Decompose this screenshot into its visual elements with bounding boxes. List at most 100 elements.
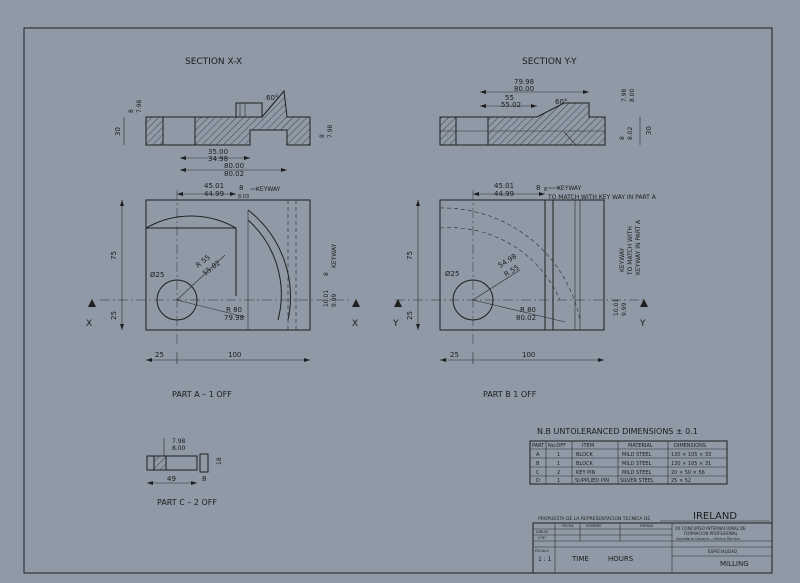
part-a-outline xyxy=(145,199,311,331)
part-a-w100: 100 xyxy=(228,351,241,359)
section-x-angle: 60° xyxy=(266,94,278,102)
section-y-h8d: 8.02 xyxy=(627,126,634,140)
section-x-slot xyxy=(235,102,263,118)
untoleranced-note: N.B UNTOLERANCED DIMENSIONS ± 0.1 xyxy=(537,427,698,436)
title-spec: MILLING xyxy=(720,560,749,568)
table-head-nooff: No.OFF xyxy=(548,443,566,449)
part-a-side-keyway: KEYWAY xyxy=(331,243,338,268)
part-c-view: 7.98 8.00 49 8 18 PART C – 2 OFF xyxy=(146,438,223,507)
title-scale-lbl: ESCALA xyxy=(535,549,549,553)
table-row-d-mat: SILVER STEEL xyxy=(620,478,654,484)
part-b-label: PART B 1 OFF xyxy=(483,390,537,399)
title-row-dibujo: DIBUJO xyxy=(536,530,549,534)
part-a-w8-sub: 8.03 xyxy=(238,194,249,200)
part-a-d1-top: 45.01 xyxy=(204,182,224,190)
part-b-side-10b: 9.99 xyxy=(621,302,628,316)
table-row-c-part: C xyxy=(536,470,540,476)
table-row-d-dim: 25 × 52 xyxy=(671,478,691,484)
title-head-fecha: FECHA xyxy=(562,524,574,528)
part-a-r80-bot: 79.98 xyxy=(224,314,244,322)
table-row-d-off: 1 xyxy=(557,478,560,484)
section-x-w80b: 80.02 xyxy=(224,170,244,178)
part-a-view: 45.01 44.99 8 8.03 KEYWAY 75 25 25 100 Ø… xyxy=(86,182,360,399)
section-y-w55a: 55 xyxy=(505,94,514,102)
part-a-h75: 75 xyxy=(110,251,118,260)
table-head-part: PART xyxy=(532,443,545,449)
table-head-material: MATERIAL xyxy=(628,443,653,449)
section-y-w79b: 80.00 xyxy=(514,85,534,93)
section-y-view: SECTION Y-Y 79.98 80.00 55 55.02 60° 7.9… xyxy=(439,57,653,146)
table-row-d-part: D xyxy=(536,478,540,484)
part-b-view: 45.01 44.99 8 8 KEYWAY TO MATCH WITH KEY… xyxy=(392,182,657,399)
title-time: TIME xyxy=(571,555,589,563)
title-head-firmas: FIRMAS xyxy=(640,524,654,528)
table-row-a-part: A xyxy=(536,452,540,458)
part-c-d800: 8.00 xyxy=(172,445,186,452)
section-x-w80a: 80.00 xyxy=(224,162,244,170)
part-b-h25: 25 xyxy=(406,311,414,320)
section-x-h8a: 8 xyxy=(128,109,135,113)
part-b-side-10a: 10.01 xyxy=(613,299,620,316)
section-x-r8a: 8 xyxy=(319,134,326,138)
title-block: PROPUESTA DE LA REPRESENTACION TECNICA D… xyxy=(532,511,773,574)
part-b-axis-left: Y xyxy=(392,319,399,329)
part-b-w8: 8 xyxy=(536,184,540,192)
part-b-side-note1: TO MATCH WITH xyxy=(627,226,634,276)
sheet-border xyxy=(23,27,773,574)
part-a-axis-right: X xyxy=(352,319,358,329)
section-x-view: SECTION X-X 30 8 7.98 60° 35.00 34.98 80… xyxy=(114,57,334,178)
section-x-h30: 30 xyxy=(114,127,122,136)
title-office: Secretaría General.—Oficina Técnica xyxy=(676,537,740,541)
section-y-title: SECTION Y-Y xyxy=(522,57,577,67)
section-x-w35b: 34.98 xyxy=(208,155,228,163)
title-contest1: XX CONCURSO INTERNACIONAL DE xyxy=(675,526,746,531)
part-b-w100: 100 xyxy=(522,351,535,359)
section-y-h8a: 7.98 xyxy=(621,88,628,102)
table-row-b-off: 1 xyxy=(557,461,560,467)
part-b-side-note2: KEYWAY IN PART A xyxy=(635,219,642,275)
part-b-dia: Ø25 xyxy=(445,270,459,278)
section-y-h30: 30 xyxy=(645,126,653,135)
title-proposal: PROPUESTA DE LA REPRESENTACION TECNICA D… xyxy=(538,516,650,522)
table-row-a-item: BLOCK xyxy=(576,452,593,458)
table-row-a-off: 1 xyxy=(557,452,560,458)
part-a-h25: 25 xyxy=(110,311,118,320)
title-contest2: FORMACION PROFESIONAL xyxy=(684,531,738,536)
part-b-keyway-note: TO MATCH WITH KEY WAY IN PART A xyxy=(547,194,657,201)
part-b-w8-sub: 8 xyxy=(544,187,547,193)
title-row-vb: V°B° xyxy=(538,536,547,540)
part-a-label: PART A – 1 OFF xyxy=(172,390,232,399)
title-country: IRELAND xyxy=(693,511,737,522)
part-a-dia: Ø25 xyxy=(150,271,164,279)
section-y-angle: 60° xyxy=(555,98,567,106)
part-b-r80-top: R 80 xyxy=(520,306,536,314)
section-y-w55b: 55.02 xyxy=(501,101,521,109)
table-row-b-mat: MILD STEEL xyxy=(622,461,652,467)
table-row-b-item: BLOCK xyxy=(576,461,593,467)
part-c-d798: 7.98 xyxy=(172,438,186,445)
table-row-a-dim: 130 × 105 × 33 xyxy=(671,452,711,458)
table-row-c-item: KEY PIN xyxy=(576,470,596,476)
part-b-r80-bot: 80.02 xyxy=(516,314,536,322)
part-a-keyway-lbl: KEYWAY xyxy=(256,186,281,193)
table-row-a-mat: MILD STEEL xyxy=(622,452,652,458)
table-row-d-item: SUPPLIED PIN xyxy=(575,478,609,484)
part-a-d1-bot: 44.99 xyxy=(204,190,224,198)
part-a-axis-left: X xyxy=(86,319,92,329)
table-row-b-dim: 130 × 105 × 31 xyxy=(671,461,711,467)
table-head-dimensions: DIMENSIONS xyxy=(674,443,706,449)
part-a-w8: 8 xyxy=(239,184,243,192)
part-c-body xyxy=(146,455,198,471)
part-a-side-10a: 10.01 xyxy=(323,290,330,307)
parts-table: PART No.OFF ITEM MATERIAL DIMENSIONS A 1… xyxy=(529,440,728,485)
table-row-c-dim: 20 × 50 × 56 xyxy=(671,470,705,476)
part-c-len8: 8 xyxy=(202,475,206,483)
part-b-h75: 75 xyxy=(406,251,414,260)
part-b-d1-bot: 44.99 xyxy=(494,190,514,198)
table-row-c-mat: MILD STEEL xyxy=(622,470,652,476)
section-x-w35a: 35.00 xyxy=(208,148,228,156)
title-head-nombre: NOMBRE xyxy=(586,524,601,528)
section-y-h8c: 8 xyxy=(619,136,626,140)
table-row-b-part: B xyxy=(536,461,540,467)
